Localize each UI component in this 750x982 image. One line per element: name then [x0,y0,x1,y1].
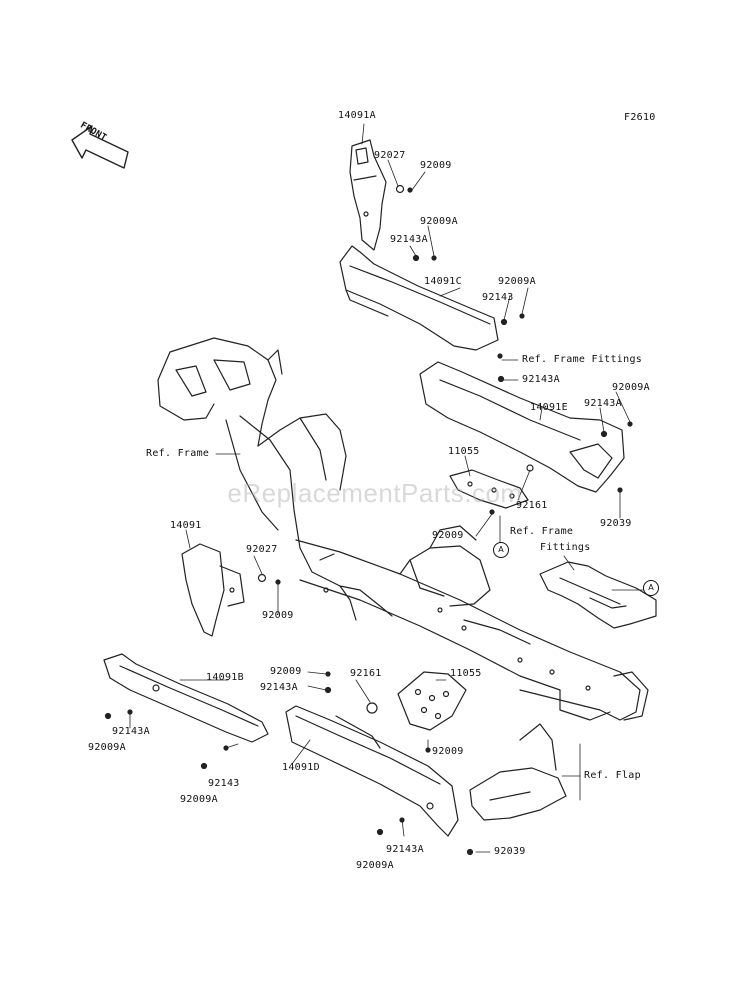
guard-14091e [419,361,625,493]
label-92009a-14091c: 92009A [498,276,536,287]
label-92143a-14091e: 92143A [584,398,622,409]
frame-fittings-plate [539,561,657,629]
callout-a-lower: A [643,580,659,596]
guard-14091b [103,653,269,743]
bracket-11055-upper [449,469,529,509]
label-92009-lower: 92009 [432,746,464,757]
label-92009-mid: 92009 [270,666,302,677]
label-92009a-upper: 92009A [420,216,458,227]
label-92161-lower: 92161 [350,668,382,679]
label-92009-14091: 92009 [262,610,294,621]
fasteners [104,184,633,856]
label-14091d: 14091D [282,762,320,773]
label-ref-frame-2: Ref. Frame [510,526,574,537]
label-92143a-upper: 92143A [390,234,428,245]
label-92143-14091c: 92143 [482,292,514,303]
label-ref-frame: Ref. Frame [146,448,210,459]
label-92009-top: 92009 [420,160,452,171]
label-14091: 14091 [170,520,202,531]
guard-14091a [349,139,387,251]
label-11055-upper: 11055 [448,446,480,457]
figure-code: F2610 [624,112,656,123]
label-14091e: 14091E [530,402,568,413]
watermark: eReplacementParts.com [227,478,523,508]
label-92143a-fittings: 92143A [522,374,560,385]
callout-a-upper: A [493,542,509,558]
label-92143a-mid: 92143A [260,682,298,693]
label-92143-lower: 92143 [208,778,240,789]
label-92009a-14091b: 92009A [88,742,126,753]
label-14091c: 14091C [424,276,462,287]
front-arrow-icon [71,125,129,169]
guard-14091d [285,705,459,837]
label-ref-frame-fittings-upper: Ref. Frame Fittings [522,354,643,365]
label-14091b: 14091B [206,672,244,683]
label-92143a-14091d: 92143A [386,844,424,855]
guard-14091c [339,245,499,351]
label-ref-flap: Ref. Flap [584,770,641,781]
label-92027-top: 92027 [374,150,406,161]
label-11055-lower: 11055 [450,668,482,679]
label-92027-lower: 92027 [246,544,278,555]
label-fittings: Fittings [540,542,591,553]
label-92143a-14091b: 92143A [112,726,150,737]
leader-lines [129,123,645,853]
label-92039-upper: 92039 [600,518,632,529]
bracket-11055-lower [397,671,467,731]
label-92009a-14091d: 92009A [356,860,394,871]
label-92161-upper: 92161 [516,500,548,511]
guard-14091 [181,543,245,637]
ref-flap [469,723,567,821]
label-14091a: 14091A [338,110,376,121]
label-92039-lower: 92039 [494,846,526,857]
label-92009a-lower-left: 92009A [180,794,218,805]
label-92009-11055: 92009 [432,530,464,541]
label-92009a-14091e: 92009A [612,382,650,393]
vehicle-frame [157,337,649,721]
